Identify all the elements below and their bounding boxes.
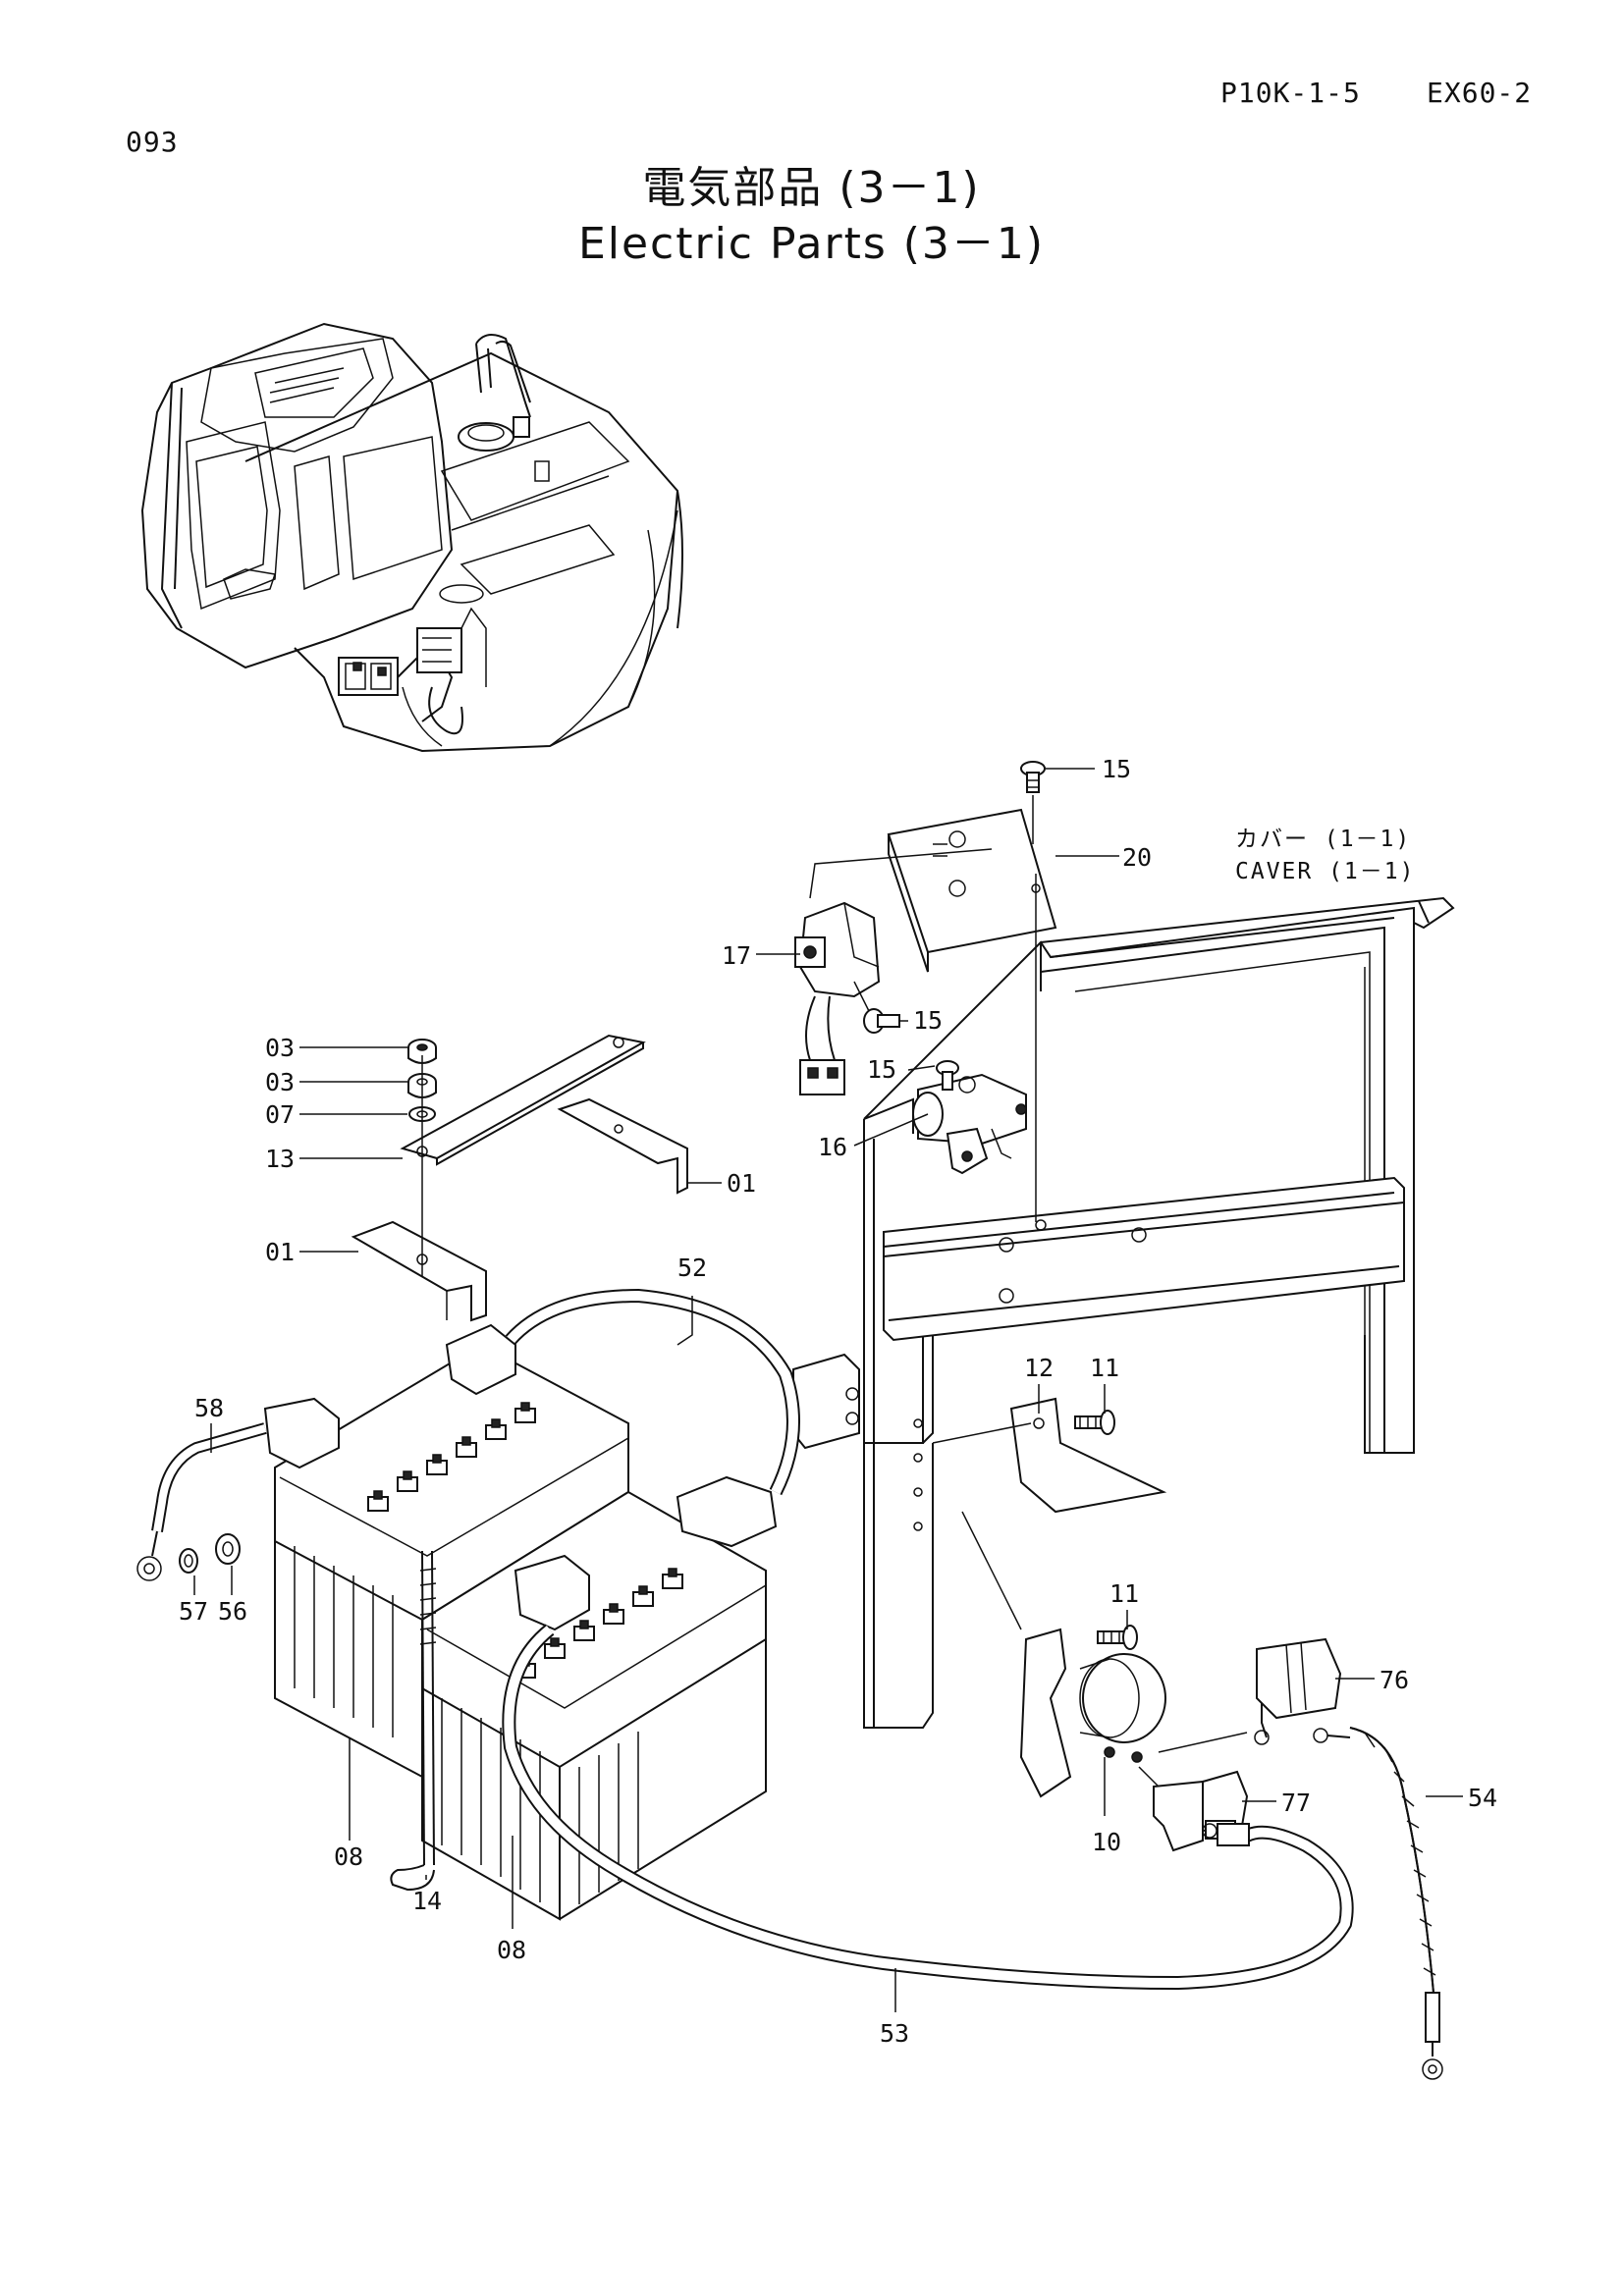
angle-bracket-01-left [351,1220,487,1322]
relay-plate-20 [887,808,1057,973]
callout-53: 53 [880,2019,909,2048]
cover-note-english: CAVER (1－1) [1235,859,1416,884]
callout-17: 17 [722,941,751,970]
callout-08-right: 08 [497,1936,526,1964]
callout-57: 57 [179,1597,208,1626]
nut-03-upper [407,1039,437,1064]
callout-52: 52 [677,1254,707,1282]
battery-cable-53 [502,1554,1354,1991]
callout-14: 14 [412,1887,442,1915]
horn-10 [961,1511,1166,1798]
callout-76: 76 [1380,1666,1409,1694]
screw-15-relay17 [853,981,900,1034]
callout-12: 12 [1024,1354,1054,1382]
callout-07: 07 [265,1100,295,1129]
page-number: 093 [126,126,179,158]
callout-16: 16 [818,1133,847,1161]
callout-58: 58 [194,1394,224,1422]
callout-11-lower: 11 [1109,1579,1139,1608]
connector-cap-76 [1158,1637,1342,1753]
callout-77: 77 [1281,1789,1311,1817]
title-english: Electric Parts (3－1) [577,219,1046,269]
callout-03-upper: 03 [265,1034,295,1062]
callout-03-lower: 03 [265,1068,295,1096]
relay-17 [794,848,993,1095]
battery-cable-54 [1313,1727,1443,2080]
angle-bracket-01-right [557,1097,688,1195]
callout-20: 20 [1122,843,1152,872]
parts-ref-code: P10K-1-5 [1220,77,1361,109]
leader-lines [193,768,1463,2012]
callout-15-low: 15 [867,1055,896,1084]
callout-10: 10 [1092,1828,1121,1856]
callout-56: 56 [218,1597,247,1626]
callout-13: 13 [265,1145,295,1173]
title-japanese: 電気部品 (3－1) [642,163,981,213]
hold-down-bar-13 [400,1034,646,1166]
callout-15-mid: 15 [913,1006,943,1035]
bracket-12 [932,1397,1167,1514]
hook-bolt-14 [390,1550,437,1892]
cover-note-japanese: カバー (1－1) [1235,827,1412,852]
relay-16 [912,874,1037,1222]
callout-08-left: 08 [334,1842,363,1871]
callout-01-right: 01 [727,1169,756,1198]
callout-11-upper: 11 [1090,1354,1119,1382]
callout-15-top: 15 [1102,755,1131,783]
battery-cable-58 [136,1397,340,1581]
lock-washer-57 [179,1548,198,1574]
screw-11-upper [1074,1410,1115,1435]
cover-bracket-frame [792,896,1455,1729]
callout-54: 54 [1468,1784,1497,1812]
battery-cable-52 [445,1288,800,1548]
callout-labels: 15 20 17 15 15 16 03 03 07 13 01 01 52 5… [179,755,1497,2048]
callout-01-left: 01 [265,1238,295,1266]
excavator-overview-illustration [140,322,683,753]
screw-15-top [1020,761,1046,844]
model-code: EX60-2 [1427,77,1533,109]
screw-15-relay16 [936,1060,959,1091]
nut-56 [215,1533,241,1565]
screw-11-lower [1097,1625,1138,1650]
